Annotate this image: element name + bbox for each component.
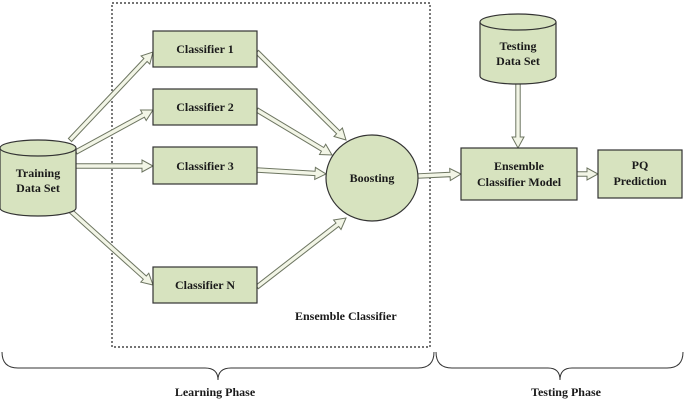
arrow-model-to-prediction xyxy=(576,167,600,181)
pq-prediction-node: PQ Prediction xyxy=(597,149,683,199)
training-data-label-line1: Training xyxy=(16,166,60,180)
classifier-1-node: Classifier 1 xyxy=(152,30,258,68)
learning-phase-brace xyxy=(1,351,435,381)
arrow-training-to-classifier-1 xyxy=(67,51,154,143)
training-data-label-line2: Data Set xyxy=(16,181,60,195)
boosting-node: Boosting xyxy=(325,134,419,222)
classifier-1-label: Classifier 1 xyxy=(176,42,233,56)
arrow-training-to-classifier-2 xyxy=(74,109,154,155)
model-label-line1: Ensemble xyxy=(494,159,545,173)
prediction-label-line2: Prediction xyxy=(613,174,666,188)
classifier-n-label: Classifier N xyxy=(175,278,235,292)
arrow-classifier-n-to-boosting xyxy=(255,217,347,290)
classifier-2-label: Classifier 2 xyxy=(176,100,233,114)
arrow-training-to-classifier-n xyxy=(61,202,154,286)
learning-phase-label: Learning Phase xyxy=(175,385,256,399)
boosting-label: Boosting xyxy=(350,171,395,185)
testing-data-label-line1: Testing xyxy=(500,39,537,53)
arrow-testing-data-to-model xyxy=(511,83,525,150)
testing-phase-label: Testing Phase xyxy=(531,385,602,399)
arrow-boosting-to-model xyxy=(417,167,463,182)
arrow-classifier-1-to-boosting xyxy=(254,49,347,141)
testing-phase-brace xyxy=(435,351,684,381)
classifier-2-node: Classifier 2 xyxy=(152,88,258,126)
testing-data-label-line2: Data Set xyxy=(496,54,540,68)
arrow-classifier-2-to-boosting xyxy=(255,107,333,156)
classifier-3-label: Classifier 3 xyxy=(176,159,233,173)
prediction-label-line1: PQ xyxy=(632,158,649,172)
ensemble-classifier-model-node: Ensemble Classifier Model xyxy=(460,147,578,201)
classifier-n-node: Classifier N xyxy=(152,266,258,304)
training-data-set-node: Training Data Set xyxy=(0,139,77,217)
classifier-3-node: Classifier 3 xyxy=(152,146,258,185)
ensemble-classifier-label: Ensemble Classifier xyxy=(295,309,397,323)
arrow-training-to-classifier-3 xyxy=(75,159,155,173)
arrows xyxy=(61,49,600,290)
testing-data-set-node: Testing Data Set xyxy=(479,13,557,85)
arrow-classifier-3-to-boosting xyxy=(256,166,328,181)
model-label-line2: Classifier Model xyxy=(477,175,562,189)
